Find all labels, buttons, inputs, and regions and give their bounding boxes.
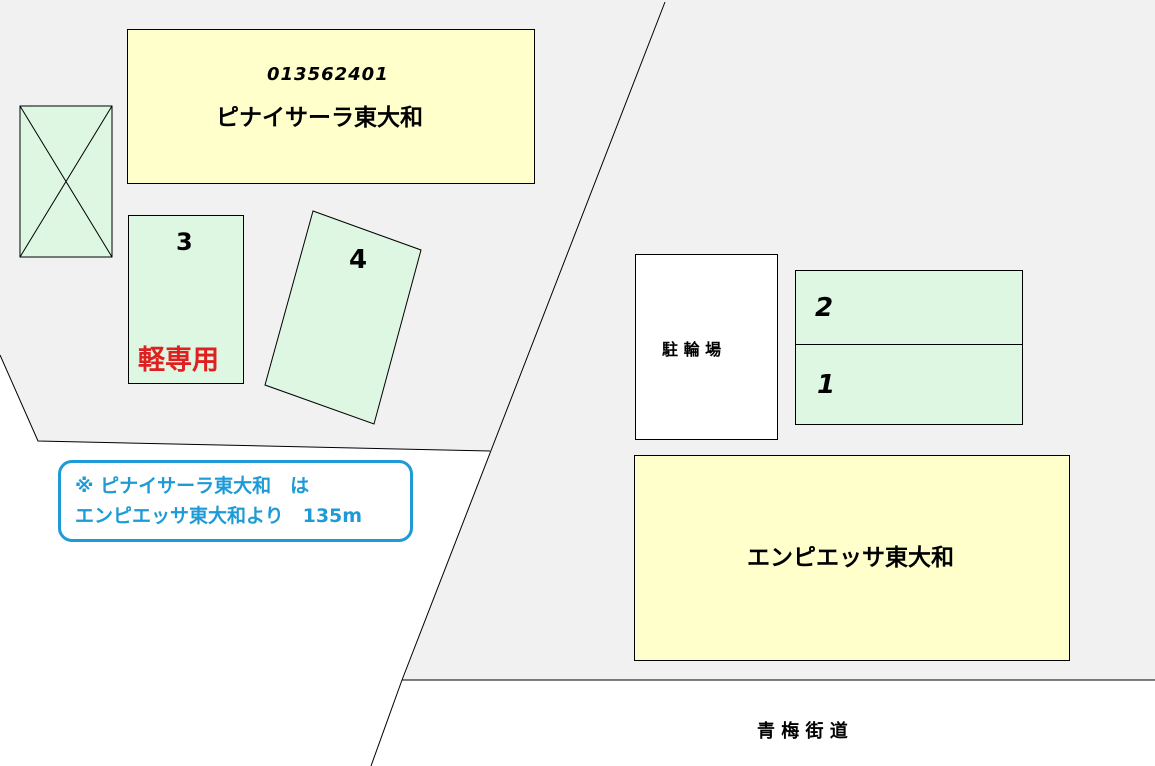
parking-space-1-number: 1 xyxy=(817,370,836,400)
distance-note: ※ ピナイサーラ東大和 は エンピエッサ東大和より 135m xyxy=(58,460,413,542)
road-label: 青 梅 街 道 xyxy=(757,721,848,742)
neighbor-building-name: エンピエッサ東大和 xyxy=(747,545,954,571)
neighbor-building xyxy=(634,455,1070,661)
parking-space-3 xyxy=(128,215,244,384)
property-building xyxy=(127,29,535,184)
parking-space-4-shape xyxy=(264,210,422,425)
parking-space-2 xyxy=(795,270,1023,345)
property-name: ピナイサーラ東大和 xyxy=(216,105,423,131)
bicycle-parking xyxy=(635,254,778,440)
distance-note-line2: エンピエッサ東大和より 135m xyxy=(75,505,363,527)
parking-space-1 xyxy=(795,344,1023,425)
parking-space-3-number: 3 xyxy=(176,228,193,256)
parking-space-4-number: 4 xyxy=(349,245,368,275)
distance-note-line1: ※ ピナイサーラ東大和 は xyxy=(75,475,310,497)
property-code: 013562401 xyxy=(267,64,389,85)
bicycle-parking-label: 駐 輪 場 xyxy=(662,340,722,359)
light-vehicle-only-label: 軽専用 xyxy=(138,345,219,376)
parking-space-2-number: 2 xyxy=(815,293,834,323)
